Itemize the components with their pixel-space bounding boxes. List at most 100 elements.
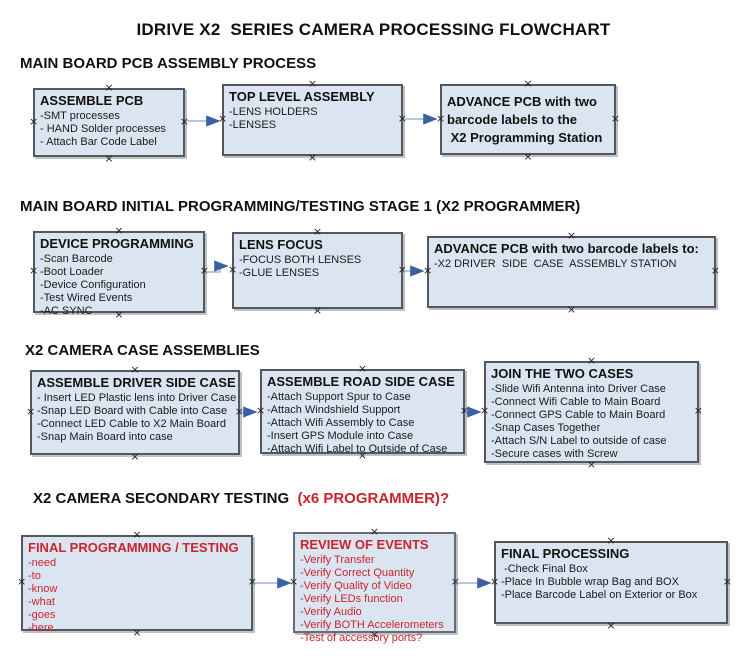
- box-item: -Connect Wifi Cable to Main Board: [491, 396, 661, 408]
- box-item: -AC SYNC: [40, 305, 93, 317]
- box-item: -Snap Main Board into case: [37, 431, 173, 443]
- connection-handle: ×: [710, 264, 720, 278]
- box-title: ASSEMBLE PCB: [40, 93, 144, 108]
- connection-handle: ×: [722, 574, 732, 588]
- box-title: REVIEW OF EVENTS: [300, 537, 429, 552]
- box-item: -Device Configuration: [40, 279, 146, 291]
- flowchart-box-device-programming[interactable]: DEVICE PROGRAMMING -Scan Barcode -Boot L…: [29, 225, 209, 320]
- connection-handle: ×: [480, 404, 490, 418]
- connection-handle: ×: [436, 111, 446, 125]
- section-heading-case-assemblies: X2 CAMERA CASE ASSEMBLIES: [25, 342, 260, 359]
- connection-handle: ×: [490, 574, 500, 588]
- connection-handle: ×: [606, 534, 616, 547]
- section-heading-black-part: X2 CAMERA SECONDARY TESTING: [33, 490, 294, 507]
- box-item: -Verify Correct Quantity: [300, 567, 415, 579]
- connection-handle: ×: [26, 404, 36, 418]
- box-item: -SMT processes: [40, 110, 120, 122]
- connection-handle: ×: [104, 81, 114, 94]
- connection-handle: ×: [228, 262, 238, 276]
- box-item: -Verify Transfer: [300, 554, 375, 566]
- box-item: -Slide Wifi Antenna into Driver Case: [491, 383, 666, 395]
- connection-handle: ×: [199, 264, 209, 278]
- section-heading-initial-programming: MAIN BOARD INITIAL PROGRAMMING/TESTING S…: [20, 198, 581, 215]
- box-item: -know: [28, 583, 58, 595]
- connection-handle: ×: [234, 404, 244, 418]
- connection-handle: ×: [423, 264, 433, 278]
- box-item: -Attach Support Spur to Case: [267, 391, 411, 403]
- box-title: JOIN THE TWO CASES: [491, 366, 634, 381]
- connection-handle: ×: [610, 111, 620, 125]
- connection-handle: ×: [114, 224, 124, 237]
- connection-handle: ×: [397, 112, 407, 126]
- box-title: ASSEMBLE ROAD SIDE CASE: [267, 374, 455, 389]
- connection-handle: ×: [29, 114, 39, 128]
- connection-handle: ×: [307, 77, 318, 90]
- connection-handle: ×: [218, 112, 228, 126]
- flowchart-box-top-level-assembly[interactable]: TOP LEVEL ASSEMBLY -LENS HOLDERS -LENSES…: [218, 78, 407, 163]
- box-item: -Connect GPS Cable to Main Board: [491, 409, 666, 421]
- box-item: -FOCUS BOTH LENSES: [239, 254, 362, 266]
- connection-handle: ×: [130, 450, 140, 463]
- box-item: -X2 DRIVER SIDE CASE ASSEMBLY STATION: [434, 258, 677, 270]
- box-title: LENS FOCUS: [239, 237, 323, 252]
- flowchart-box-join-the-two-cases[interactable]: JOIN THE TWO CASES -Slide Wifi Antenna i…: [480, 355, 703, 470]
- flowchart-box-final-processing[interactable]: FINAL PROCESSING -Check Final Box -Place…: [490, 535, 732, 631]
- box-item: -LENS HOLDERS: [229, 106, 318, 118]
- box-item: -Snap Cases Together: [491, 422, 601, 434]
- connection-handle: ×: [566, 303, 577, 316]
- flowchart-box-review-of-events[interactable]: REVIEW OF EVENTS -Verify Transfer -Verif…: [289, 526, 460, 644]
- flowchart-box-assemble-road-side-case[interactable]: ASSEMBLE ROAD SIDE CASE -Attach Support …: [256, 363, 469, 461]
- connection-handle: ×: [247, 575, 257, 589]
- box-item: -Connect LED Cable to X2 Main Board: [37, 418, 226, 430]
- connection-handle: ×: [459, 403, 469, 417]
- box-item: -Insert GPS Module into Case: [267, 430, 414, 442]
- flowchart-box-lens-focus[interactable]: LENS FOCUS -FOCUS BOTH LENSES -GLUE LENS…: [228, 226, 407, 316]
- connection-handle: ×: [523, 150, 533, 163]
- connection-handle: ×: [104, 152, 114, 165]
- box-item: -goes: [28, 609, 56, 621]
- box-item: -what: [28, 596, 55, 608]
- connection-handle: ×: [307, 151, 318, 164]
- box-item: -to: [28, 570, 41, 582]
- box-item: -Scan Barcode: [40, 253, 113, 265]
- connection-handle: ×: [312, 225, 323, 238]
- box-item: -Attach Wifi Assembly to Case: [267, 417, 415, 429]
- flowchart-box-final-programming-testing[interactable]: FINAL PROGRAMMING / TESTING -need -to -k…: [17, 529, 257, 638]
- box-item: -Boot Loader: [40, 266, 104, 278]
- box-item: -Snap LED Board with Cable into Case: [37, 405, 228, 417]
- connection-handle: ×: [29, 264, 39, 278]
- connection-handle: ×: [357, 362, 368, 375]
- box-item: -Place Barcode Label on Exterior or Box: [501, 589, 698, 601]
- flowchart-box-assemble-pcb[interactable]: ASSEMBLE PCB -SMT processes - HAND Solde…: [29, 82, 189, 164]
- connection-handle: ×: [312, 304, 323, 317]
- box-title: DEVICE PROGRAMMING: [40, 236, 194, 251]
- box-item: - HAND Solder processes: [40, 123, 166, 135]
- box-item: -Verify BOTH Accelerometers: [300, 619, 444, 631]
- page-title: IDRIVE X2 SERIES CAMERA PROCESSING FLOWC…: [136, 20, 611, 39]
- box-title: FINAL PROCESSING: [501, 546, 630, 561]
- connection-handle: ×: [179, 114, 189, 128]
- flowchart-box-advance-pcb-to-programming-station[interactable]: ADVANCE PCB with two barcode labels to t…: [436, 78, 620, 162]
- connector-arrow-programming-to-lensfocus: [206, 260, 229, 273]
- box-item: -Attach Wifi Label to Outside of Case: [267, 443, 448, 455]
- box-title: ASSEMBLE DRIVER SIDE CASE: [37, 375, 236, 390]
- box-item: -Check Final Box: [501, 563, 588, 575]
- section-heading-red-part: (x6 PROGRAMMER)?: [293, 490, 450, 507]
- flowchart-box-assemble-driver-side-case[interactable]: ASSEMBLE DRIVER SIDE CASE - Insert LED P…: [26, 364, 244, 462]
- box-item: -Test Wired Events: [40, 292, 133, 304]
- box-item: -Verify Quality of Video: [300, 580, 412, 592]
- box-item: -Verify Audio: [300, 606, 362, 618]
- box-item: - Attach Bar Code Label: [40, 136, 157, 148]
- connection-handle: ×: [397, 262, 407, 276]
- box-item: -Verify LEDs function: [300, 593, 403, 605]
- connection-handle: ×: [289, 574, 299, 588]
- connection-handle: ×: [606, 619, 616, 632]
- box-item: -Attach S/N Label to outside of case: [491, 435, 667, 447]
- connection-handle: ×: [693, 404, 703, 418]
- box-item: -need: [28, 557, 57, 569]
- connection-handle: ×: [369, 525, 380, 538]
- flowchart-box-advance-pcb-to-driver-side-station[interactable]: ADVANCE PCB with two barcode labels to: …: [423, 230, 720, 315]
- box-item: -here: [28, 622, 54, 634]
- section-heading-pcb-assembly: MAIN BOARD PCB ASSEMBLY PROCESS: [20, 55, 317, 72]
